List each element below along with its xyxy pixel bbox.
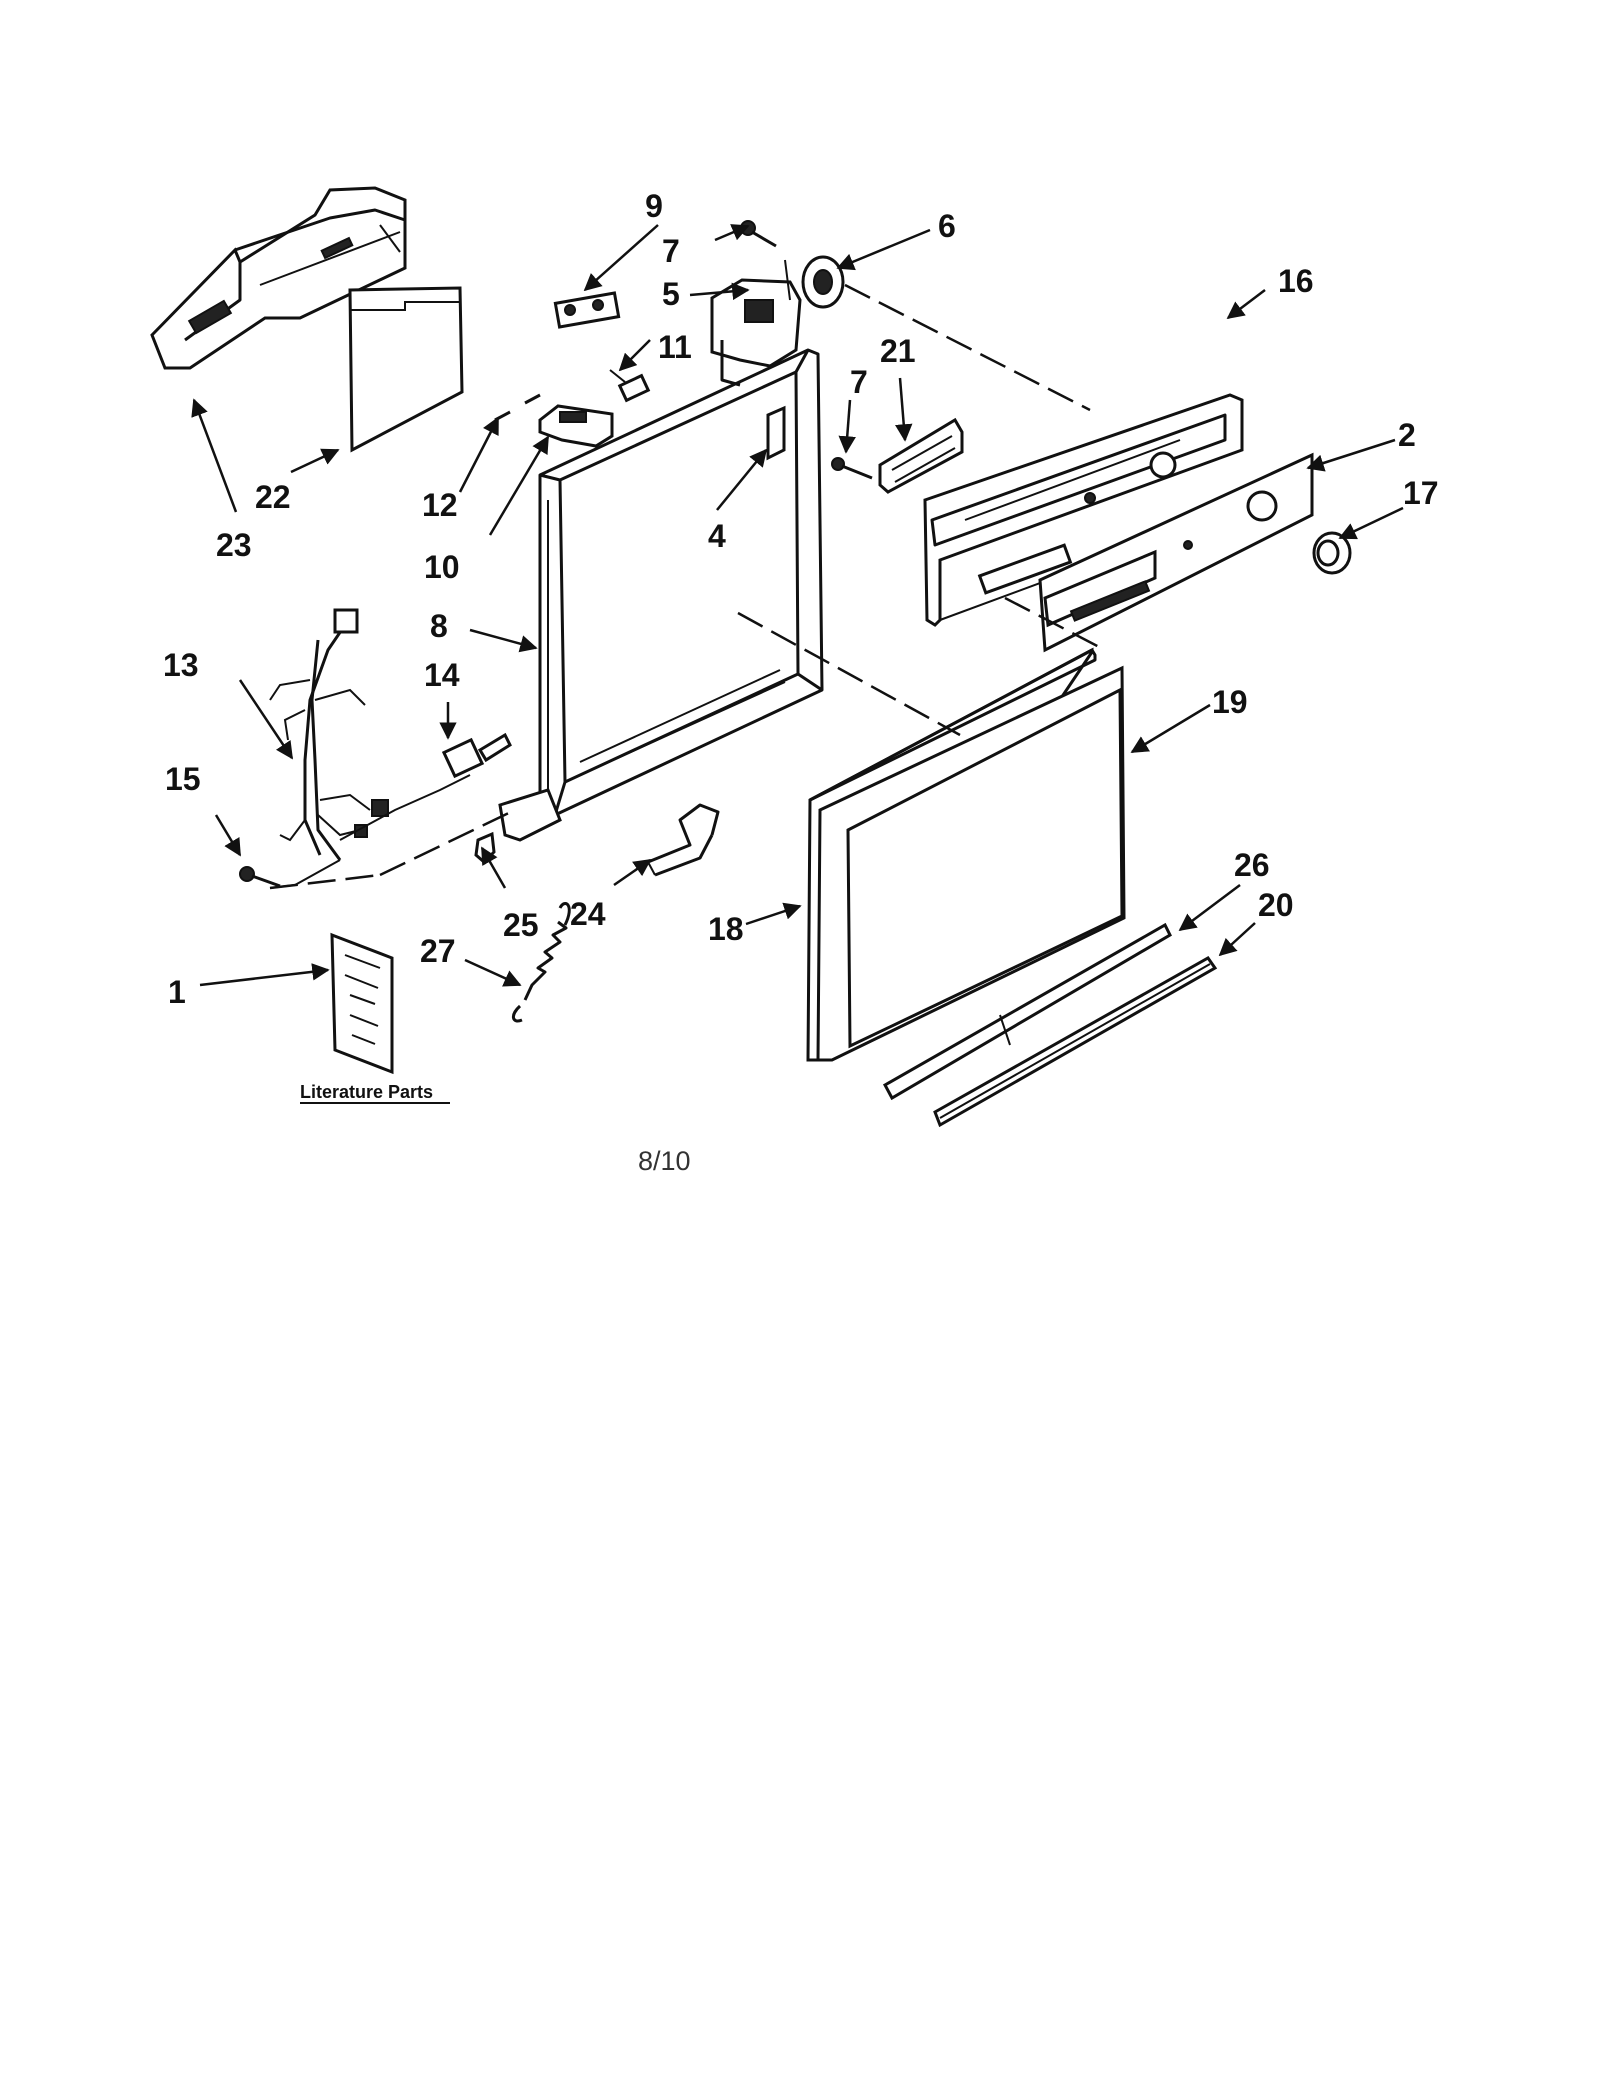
part-26-trim: [882, 922, 1172, 1101]
part-25-clip: [474, 831, 496, 865]
part-2-overlay: [1038, 452, 1314, 653]
label-2: 2: [1398, 417, 1416, 453]
label-9: 9: [645, 188, 663, 224]
part-20-bottom-trim: [933, 956, 1218, 1128]
part-14-connector: [441, 732, 512, 779]
label-7-top: 7: [662, 233, 680, 269]
part-13-wire-harness: [269, 608, 471, 889]
part-5-latch: [710, 259, 802, 387]
alignment-lines: [269, 283, 1106, 890]
label-23: 23: [216, 527, 252, 563]
label-27: 27: [420, 933, 456, 969]
part-8-inner-door-frame: [498, 348, 824, 842]
label-14: 14: [424, 657, 460, 693]
label-24: 24: [570, 896, 606, 932]
part-27-spring: [512, 902, 571, 1023]
part-15-screw: [239, 866, 281, 888]
leader-lines: [191, 224, 1404, 987]
part-19-door-panel: [816, 665, 1126, 1062]
label-5: 5: [662, 276, 680, 312]
label-20: 20: [1258, 887, 1294, 923]
label-11: 11: [658, 329, 692, 365]
label-18: 18: [708, 911, 744, 947]
page-number: 8/10: [638, 1146, 691, 1176]
label-7-mid: 7: [850, 364, 868, 400]
part-12-marks: [494, 393, 541, 422]
label-1: 1: [168, 974, 186, 1010]
label-26: 26: [1234, 847, 1270, 883]
label-6: 6: [938, 208, 956, 244]
label-12: 12: [422, 487, 458, 523]
label-10: 10: [424, 549, 460, 585]
part-16-control-panel: [923, 393, 1244, 627]
part-10-bracket: [538, 404, 614, 448]
part-7-screw-mid: [831, 457, 873, 480]
label-21: 21: [880, 333, 916, 369]
label-16: 16: [1278, 263, 1314, 299]
label-25: 25: [503, 907, 539, 943]
part-6-cam: [801, 255, 845, 309]
part-24-strap: [647, 803, 720, 877]
part-11-connector: [609, 369, 651, 403]
part-7-screw-top: [740, 220, 777, 248]
part-17-knob: [1312, 531, 1352, 575]
label-19: 19: [1212, 684, 1248, 720]
literature-caption: Literature Parts: [300, 1082, 433, 1102]
part-21-terminal: [878, 417, 964, 494]
label-15: 15: [165, 761, 201, 797]
part-22-insulator: [348, 286, 464, 453]
part-9-switch: [553, 291, 621, 329]
part-1-literature: [330, 932, 394, 1075]
label-13: 13: [163, 647, 199, 683]
part-labels: 9 7 6 5 16 11 21 7 2 17 12 22 4 23 10 8 …: [163, 188, 1439, 1010]
part-23-housing: [150, 186, 407, 370]
label-22: 22: [255, 479, 291, 515]
label-4: 4: [708, 518, 726, 554]
label-17: 17: [1403, 475, 1439, 511]
label-8: 8: [430, 608, 448, 644]
